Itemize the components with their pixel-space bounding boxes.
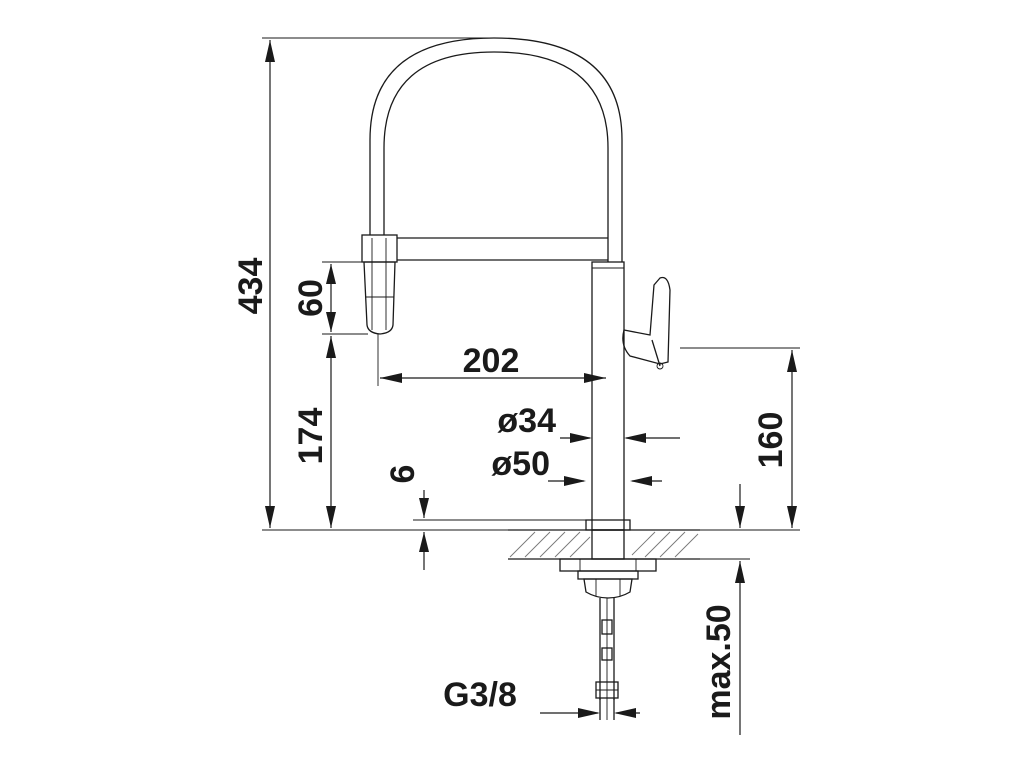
dimension-spray-head: 60 (292, 261, 368, 335)
dimension-base-diameter: ø50 (491, 445, 662, 486)
dimension-body-diameter: ø34 (497, 402, 680, 443)
label-160: 160 (752, 412, 790, 469)
dimension-total-height: 434 (232, 37, 508, 531)
label-202: 202 (463, 342, 520, 380)
dimension-max-counter-thickness: max.50 (700, 484, 750, 735)
lever (622, 276, 671, 365)
label-max50: max.50 (700, 604, 738, 719)
dimension-base-offset: 6 (384, 465, 586, 570)
label-o50: ø50 (491, 445, 550, 483)
dimension-reach: 202 (377, 334, 606, 386)
label-g38: G3/8 (443, 676, 517, 714)
label-6: 6 (384, 465, 422, 484)
mounting-hardware (559, 558, 657, 720)
dimension-spout-clearance: 174 (292, 336, 336, 528)
spray-head-top (361, 234, 398, 263)
label-434: 434 (232, 258, 270, 315)
faucet-outline (361, 37, 671, 531)
dimension-lever-height: 160 (680, 347, 800, 531)
countertop (508, 529, 700, 560)
dimension-connection-thread: G3/8 (443, 676, 640, 718)
faucet-body (591, 261, 625, 531)
label-174: 174 (292, 408, 330, 465)
label-60: 60 (292, 279, 330, 317)
label-o34: ø34 (497, 402, 556, 440)
spray-head (363, 261, 396, 335)
